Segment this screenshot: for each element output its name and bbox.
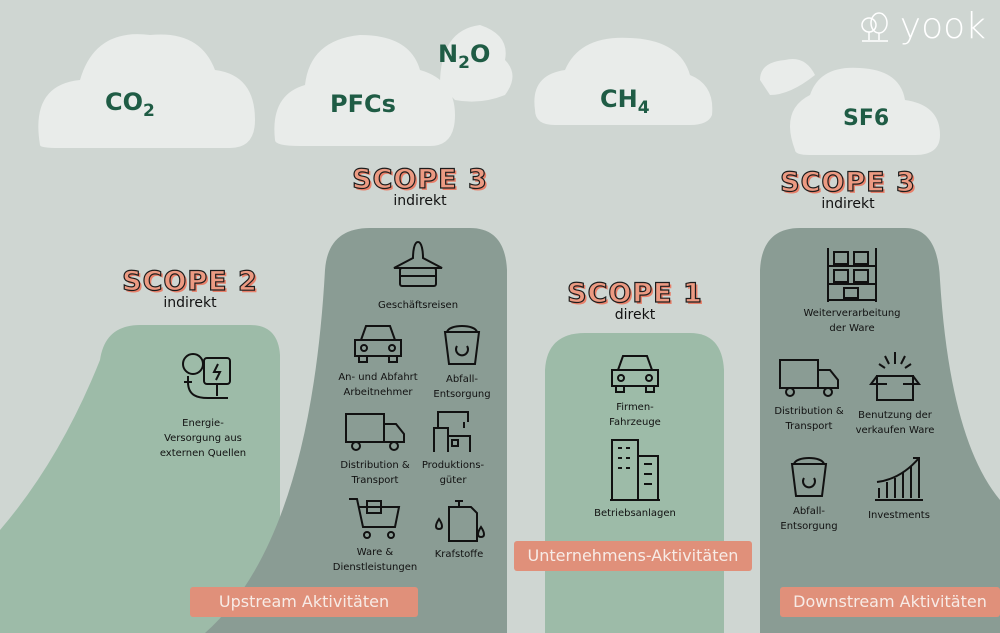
mountain-scope3-up <box>205 228 507 633</box>
item-company-vehicles: Firmen- Fahrzeuge <box>580 350 690 430</box>
item-distribution-up: Distribution & Transport <box>320 410 430 488</box>
mountain-scope2 <box>0 325 280 633</box>
trees-icon <box>861 11 888 42</box>
gas-ch4: CH4 <box>600 85 650 118</box>
building-icon <box>610 439 660 501</box>
item-waste-down: Abfall- Entsorgung <box>754 452 864 534</box>
item-goods-services: Ware & Dienstleistungen <box>320 495 430 575</box>
fuel-can-icon <box>435 500 485 542</box>
open-box-icon <box>869 352 921 401</box>
car-icon <box>611 355 659 393</box>
item-fuels: Krafstoffe <box>404 497 514 562</box>
item-business-travel: Geschäftsreisen <box>363 238 473 313</box>
company-activities-label: Unternehmens-Aktivitäten <box>514 541 752 571</box>
growth-chart-icon <box>875 457 923 501</box>
item-product-use: Benutzung der verkaufen Ware <box>840 348 950 438</box>
shelves-boxes-icon <box>827 248 877 302</box>
cloud-pfcs <box>274 35 455 146</box>
cloud-n2o <box>440 25 513 102</box>
cloud-ch4 <box>534 37 713 126</box>
mountain-scope3-down <box>760 228 1000 633</box>
item-facilities: Betriebsanlagen <box>580 436 690 521</box>
energy-icon <box>182 353 231 399</box>
item-production-goods: Produktions- güter <box>398 408 508 488</box>
cloud-co2 <box>38 34 256 148</box>
plane-luggage-icon <box>393 240 443 287</box>
waste-bin-icon <box>443 325 481 365</box>
truck-icon <box>345 413 405 451</box>
downstream-label: Downstream Aktivitäten <box>780 587 1000 617</box>
gas-pfcs: PFCs <box>330 90 396 118</box>
upstream-label: Upstream Aktivitäten <box>190 587 418 617</box>
car-icon <box>354 325 402 363</box>
waste-bin-icon <box>790 457 828 497</box>
brand-logo: yook <box>858 6 986 47</box>
truck-icon <box>779 359 839 397</box>
item-distribution-down: Distribution & Transport <box>754 356 864 434</box>
cloud-sf6-back <box>760 59 815 95</box>
item-energy: Energie- Versorgung aus externen Quellen <box>148 342 258 461</box>
item-processing: Weiterverarbeitung der Ware <box>792 246 912 336</box>
item-waste: Abfall- Entsorgung <box>407 320 517 402</box>
gas-co2: CO2 <box>105 88 155 121</box>
item-commuting: An- und Abfahrt Arbeitnehmer <box>323 320 433 400</box>
clouds <box>38 25 940 155</box>
gas-n2o: N2O <box>438 40 491 73</box>
item-investments: Investments <box>844 452 954 523</box>
factory-crane-icon <box>433 411 471 452</box>
shopping-cart-icon <box>349 498 401 539</box>
gas-sf6: SF6 <box>843 106 890 131</box>
cloud-sf6 <box>790 67 940 155</box>
